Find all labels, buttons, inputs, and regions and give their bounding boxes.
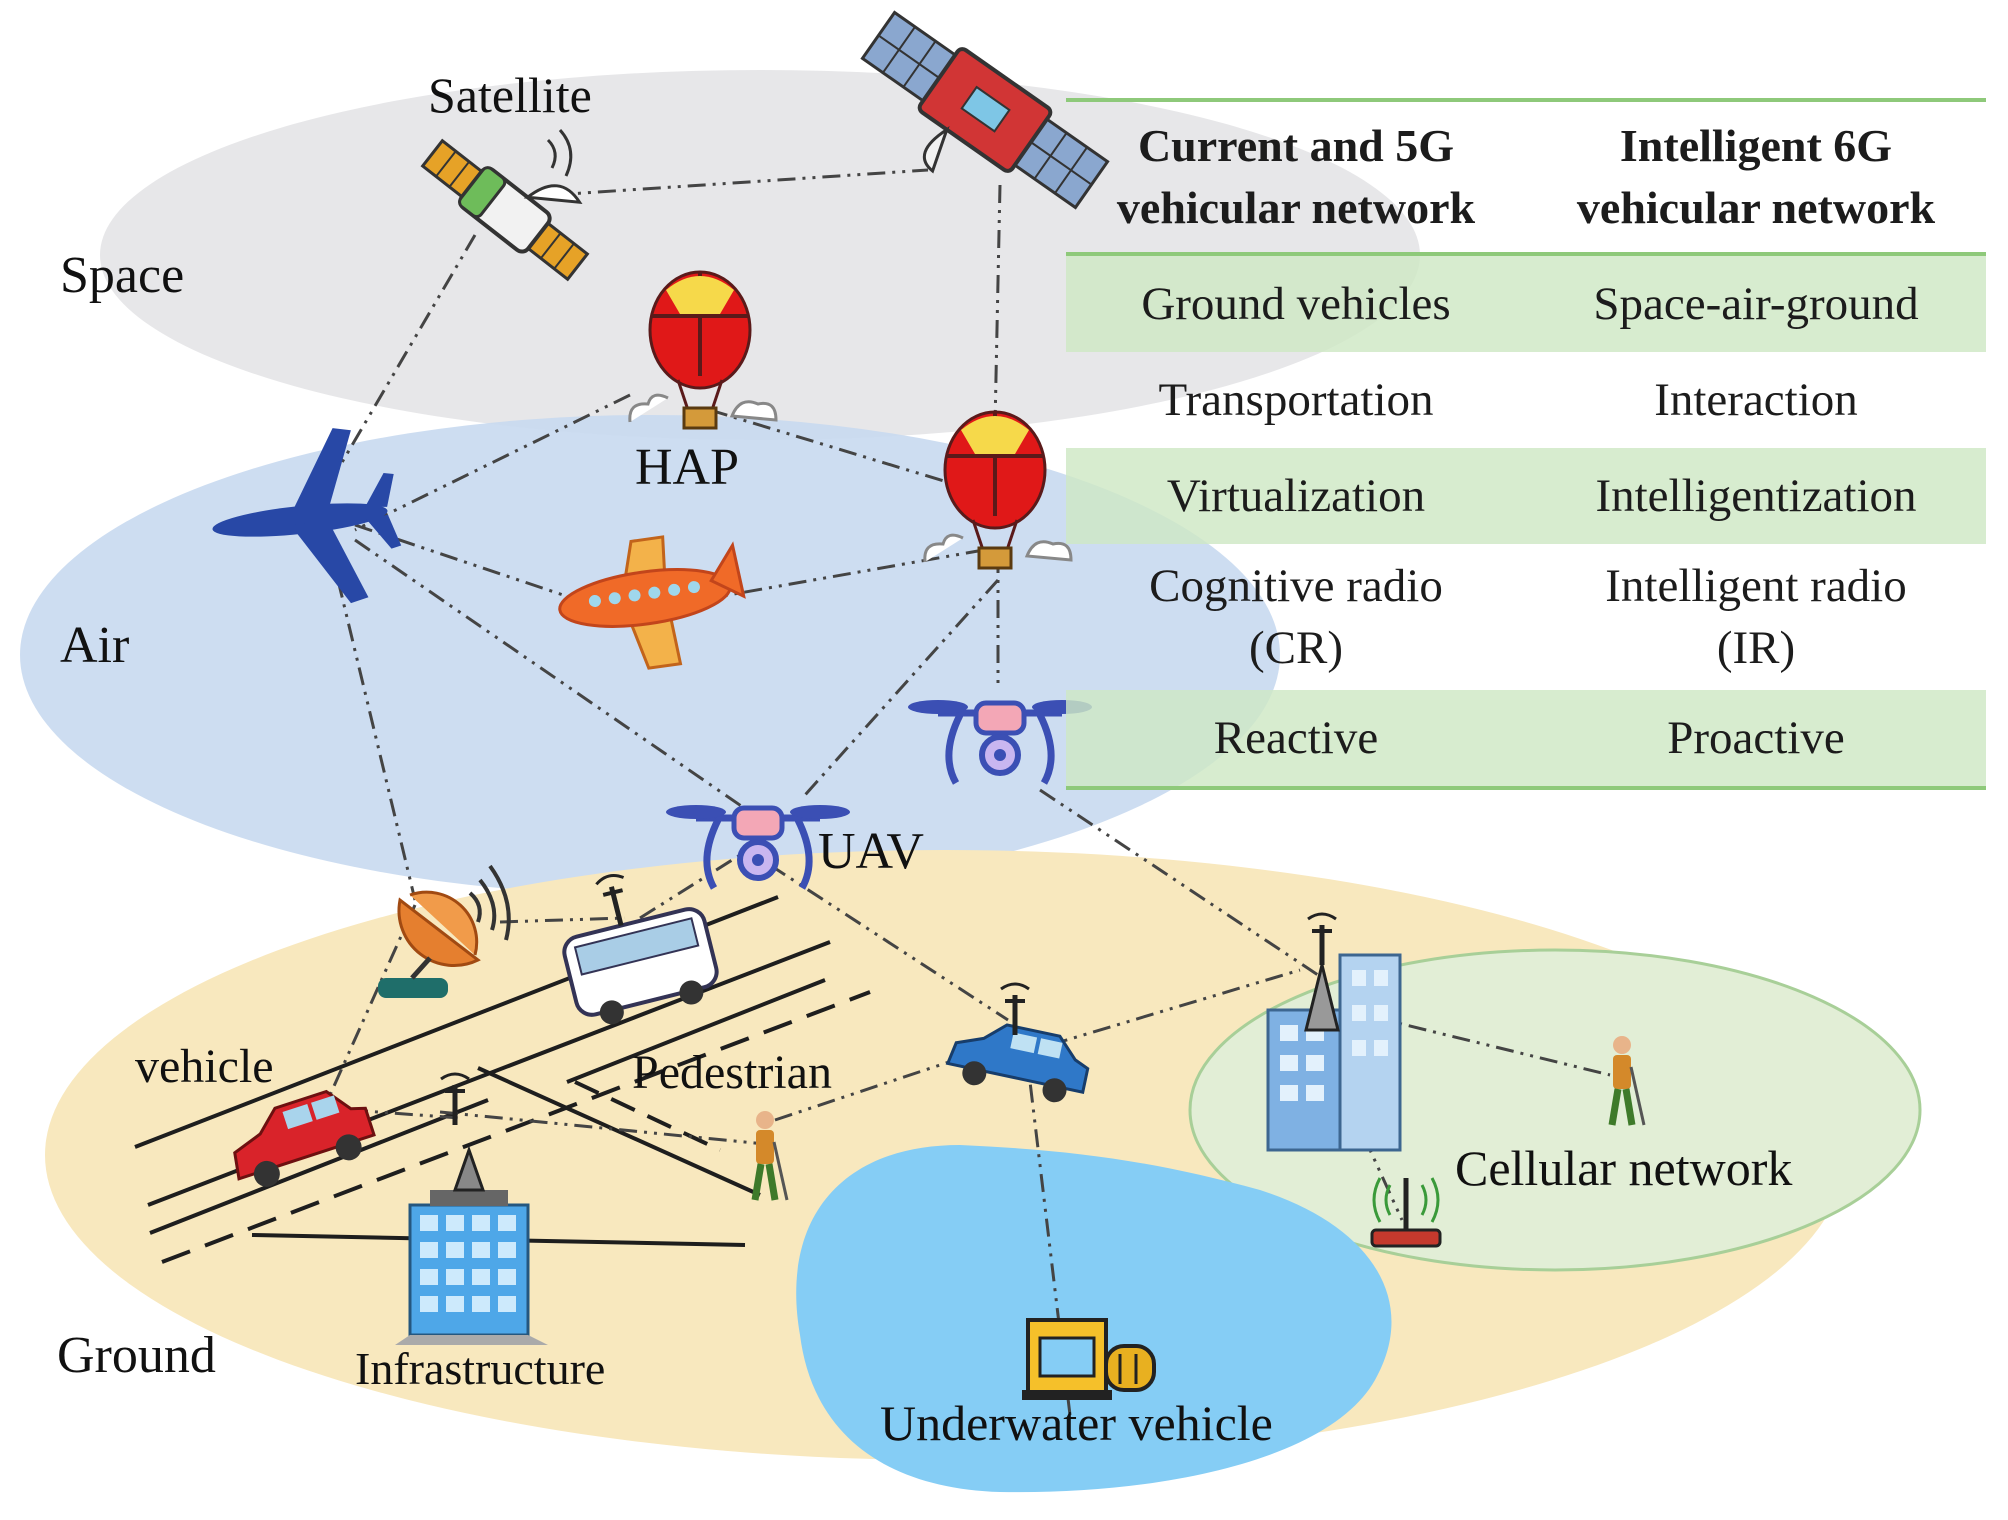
links xyxy=(318,168,1611,1416)
label-air: Air xyxy=(60,617,129,674)
table-cell: Virtualization xyxy=(1166,470,1426,522)
table-cell: Space-air-ground xyxy=(1593,278,1919,330)
signal-waves-icon xyxy=(546,128,573,177)
table-cell: Intelligent radio (IR) xyxy=(1526,555,1986,679)
satellite-icon xyxy=(860,10,1110,210)
table-row: Virtualization Intelligentization xyxy=(1066,448,1986,544)
table-row: Cognitive radio (CR) Intelligent radio (… xyxy=(1066,544,1986,690)
table-cell: Proactive xyxy=(1667,712,1845,764)
label-underwater: Underwater vehicle xyxy=(880,1395,1273,1451)
table-cell: Cognitive radio (CR) xyxy=(1066,555,1526,679)
road xyxy=(134,895,871,1264)
cell-line: (IR) xyxy=(1716,622,1796,674)
bus-icon xyxy=(562,856,719,1025)
comparison-table: Current and 5G vehicular network Intelli… xyxy=(1066,98,1986,790)
table-cell: Ground vehicles xyxy=(1141,278,1451,330)
header-line: Current and 5G xyxy=(1137,120,1455,171)
table-row: Ground vehicles Space-air-ground xyxy=(1066,256,1986,352)
header-current-5g: Current and 5G vehicular network xyxy=(1066,115,1526,239)
label-infrastructure: Infrastructure xyxy=(355,1343,605,1394)
cell-line: (CR) xyxy=(1249,622,1343,674)
table-cell: Interaction xyxy=(1654,374,1858,426)
label-satellite: Satellite xyxy=(428,67,592,123)
header-line: Intelligent 6G xyxy=(1619,120,1893,171)
label-ground: Ground xyxy=(57,1327,216,1384)
table-header-row: Current and 5G vehicular network Intelli… xyxy=(1066,98,1986,256)
table-row: Transportation Interaction xyxy=(1066,352,1986,448)
table-cell: Transportation xyxy=(1158,374,1434,426)
table-row: Reactive Proactive xyxy=(1066,690,1986,790)
dish-antenna-icon xyxy=(378,864,511,998)
satellite-icon xyxy=(420,138,590,282)
cell-line: Cognitive radio xyxy=(1149,560,1443,612)
submarine-icon xyxy=(1022,1318,1156,1400)
label-uav: UAV xyxy=(818,823,924,880)
label-hap: HAP xyxy=(635,439,739,496)
label-cellular: Cellular network xyxy=(1455,1140,1792,1196)
cell-line: Intelligent radio xyxy=(1605,560,1907,612)
airplane-icon xyxy=(558,535,746,670)
car-icon xyxy=(945,1023,1090,1103)
label-space: Space xyxy=(60,247,184,304)
label-pedestrian: Pedestrian xyxy=(632,1046,832,1099)
car-icon xyxy=(233,1089,376,1187)
building-icon xyxy=(395,1145,548,1345)
table-cell: Reactive xyxy=(1213,712,1379,764)
table-cell: Intelligentization xyxy=(1595,470,1917,522)
label-vehicle: vehicle xyxy=(135,1040,274,1093)
header-line: vehicular network xyxy=(1116,182,1476,233)
header-line: vehicular network xyxy=(1576,182,1936,233)
airplane-icon xyxy=(212,428,402,604)
building-icon xyxy=(1266,914,1402,1152)
router-icon xyxy=(1370,1177,1442,1248)
header-intelligent-6g: Intelligent 6G vehicular network xyxy=(1526,115,1986,239)
